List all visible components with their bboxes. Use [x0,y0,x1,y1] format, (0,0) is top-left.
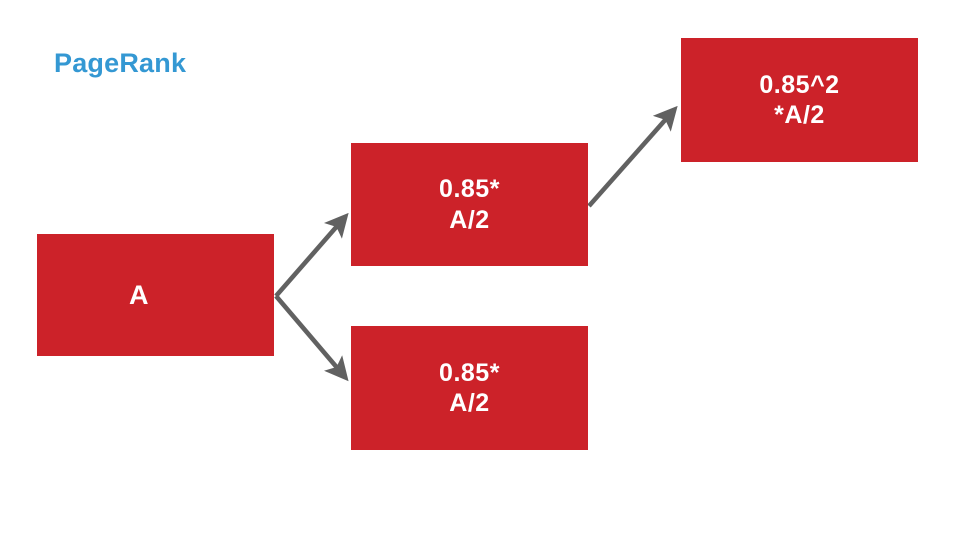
arrow-a-to-b1 [274,212,349,298]
node-a-label: A [129,279,149,310]
page-title: PageRank [54,48,187,78]
arrow-a-to-b2 [274,294,349,382]
node-b1[interactable]: 0.85* A/2 [351,143,588,266]
arrow-b1-to-c [587,105,678,208]
node-c[interactable]: 0.85^2 *A/2 [681,38,918,162]
node-b2-label: 0.85* A/2 [439,358,500,418]
node-c-label: 0.85^2 *A/2 [759,70,840,130]
node-b2[interactable]: 0.85* A/2 [351,326,588,450]
node-b1-label: 0.85* A/2 [439,175,500,234]
node-a[interactable]: A [37,234,274,356]
